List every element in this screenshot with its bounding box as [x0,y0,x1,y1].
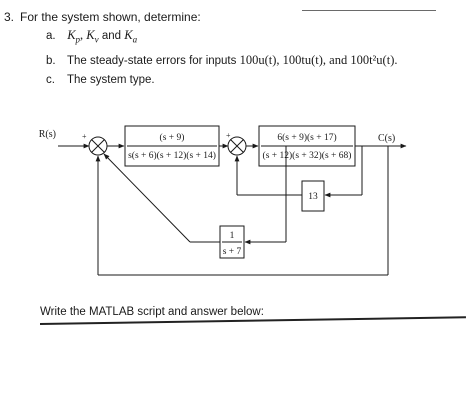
block1-numerator: (s + 9) [160,132,185,143]
comma-1: , [80,28,87,42]
footer-prompt: Write the MATLAB script and answer below… [40,306,264,318]
output-label: C(s) [378,133,395,144]
item-a: a. Kp, Kv and Ka [46,28,137,44]
ka-symbol: K [124,28,133,42]
item-c: c. The system type. [46,74,155,86]
kp-symbol: K [67,28,76,42]
input-label: R(s) [39,129,56,140]
item-c-letter: c. [46,74,55,86]
block4-denominator: s + 7 [223,247,242,257]
question-prompt: For the system shown, determine: [20,10,201,24]
feedback-block4-diagonal [103,153,191,243]
block4-numerator: 1 [230,231,235,241]
block2-denominator: (s + 12)(s + 32)(s + 68) [263,150,352,161]
kv-symbol: K [86,28,95,42]
block3-value: 13 [308,192,318,202]
item-b-inputs: 100u(t), 100tu(t), and 100t²u(t). [239,53,398,67]
item-b-lead: The steady-state errors for inputs [67,55,237,67]
block1-denominator: s(s + 6)(s + 12)(s + 14) [128,150,216,161]
junction2-plus-sign: + [226,131,231,140]
item-a-letter: a. [46,30,56,42]
block2-numerator: 6(s + 9)(s + 17) [277,132,336,143]
item-c-text: The system type. [67,74,155,86]
kv-subscript: v [94,34,99,45]
item-b: b. The steady-state errors for inputs 10… [46,53,397,68]
block3-frame [301,180,325,212]
top-rule [302,10,436,11]
and-word: and [98,30,125,42]
kp-subscript: p [75,34,81,45]
ka-subscript: a [132,34,138,45]
question-number: 3. [4,10,15,24]
junction1-plus-sign: + [82,132,87,141]
item-b-letter: b. [46,55,56,67]
